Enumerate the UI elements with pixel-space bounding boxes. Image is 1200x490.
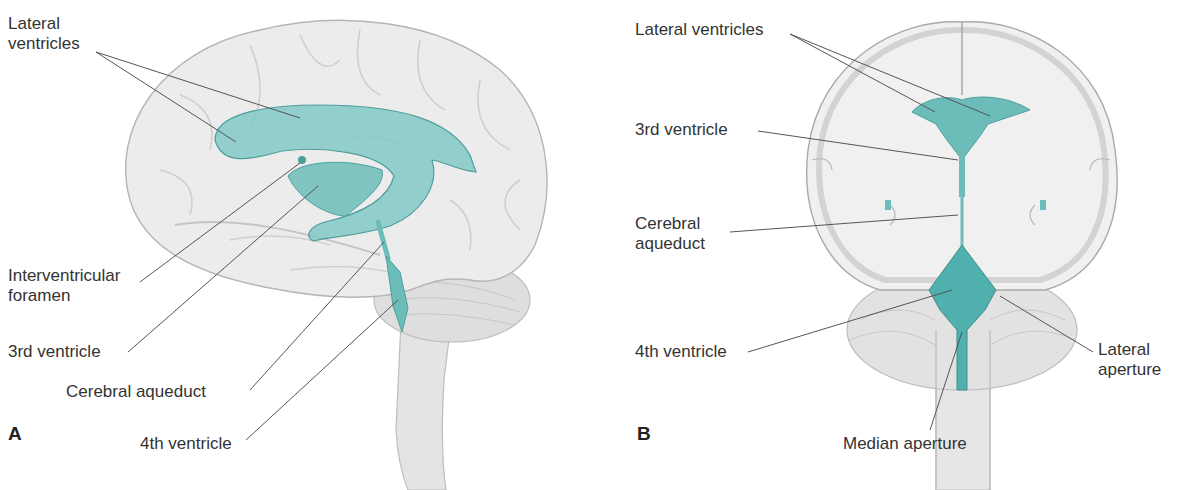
brain-coronal-section	[807, 22, 1117, 490]
leader-lines	[730, 34, 1093, 430]
structure-label: Cerebral aqueduct	[635, 214, 705, 254]
structure-label: Lateral ventricles	[635, 20, 764, 40]
leader-lines	[96, 52, 398, 440]
structure-label: 3rd ventricle	[635, 120, 728, 140]
panel-letter: A	[8, 424, 22, 444]
structure-label: Median aperture	[843, 434, 967, 454]
panel-letter: B	[637, 424, 651, 444]
structure-label: Lateral ventricles	[8, 14, 80, 54]
structure-label: 4th ventricle	[140, 434, 232, 454]
structure-label: Interventricular foramen	[8, 266, 120, 306]
structure-label: 4th ventricle	[635, 342, 727, 362]
structure-label: Lateral aperture	[1098, 340, 1161, 380]
structure-label: 3rd ventricle	[8, 342, 101, 362]
structure-label: Cerebral aqueduct	[66, 382, 206, 402]
brain-lateral-view	[126, 20, 547, 490]
